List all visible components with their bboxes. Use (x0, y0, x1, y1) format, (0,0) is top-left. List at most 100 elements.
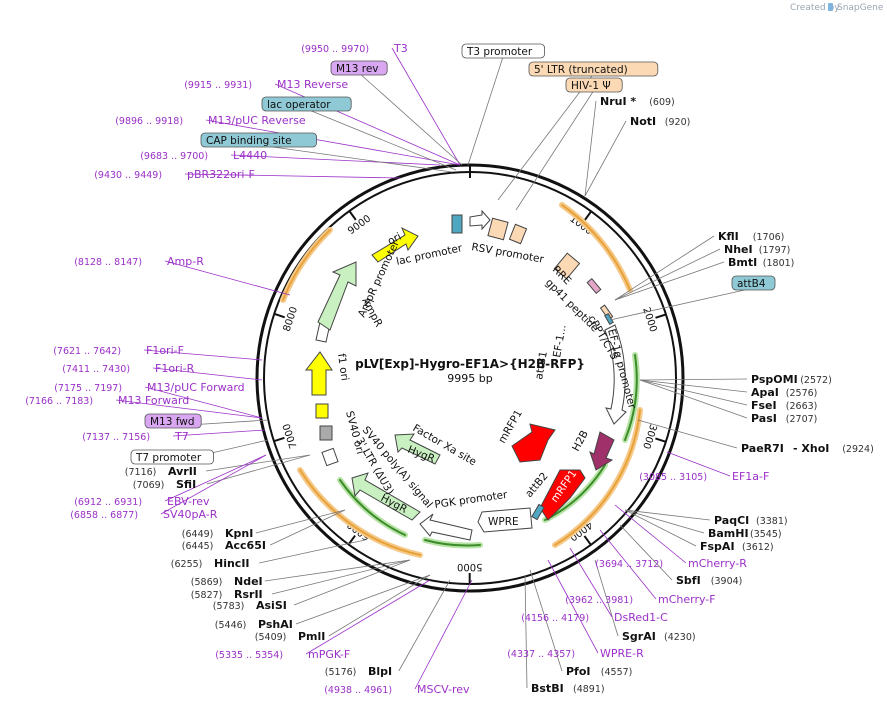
pgk-arrow (419, 513, 473, 541)
enzyme-site-pos: (1706) (753, 232, 785, 243)
leader-line (306, 108, 457, 171)
leader-line (569, 547, 613, 618)
primer-pos: (9430 .. 9449) (94, 170, 162, 181)
primer-pos: (5335 .. 5354) (215, 650, 283, 661)
enzyme-site-pos: (1801) (763, 258, 795, 269)
primer-pos: (4156 .. 4179) (521, 613, 589, 624)
tick-mark (583, 210, 592, 221)
enzyme-site-kpni: KpnI (225, 527, 253, 540)
enzyme-site-ndei: NdeI (234, 575, 263, 588)
wpre-arrow (477, 507, 533, 533)
leader-line (184, 173, 401, 179)
enzyme-site-pos: (4230) (664, 632, 696, 643)
tick-mark (655, 437, 667, 443)
primer-m13pucreverse: M13/pUC Reverse (208, 114, 306, 127)
leader-line (255, 509, 346, 534)
leader-line (152, 367, 263, 381)
feature-arrows (304, 209, 627, 541)
primer-pos: (8128 .. 8147) (74, 257, 142, 268)
ef1a-arrow (604, 324, 627, 425)
leader-line (205, 119, 461, 166)
leader-line (160, 454, 267, 515)
enzyme-site-paer7i: PaeR7I (741, 442, 784, 455)
feature-wpre-label: WPRE (488, 516, 519, 528)
primer-pos: (7621 .. 7642) (53, 346, 121, 357)
primer-m13pucforward: M13/pUC Forward (147, 381, 245, 394)
enzyme-site-pos: (6449) (182, 529, 214, 540)
primer-pbr322orif: pBR322ori-F (187, 168, 255, 181)
tick-label: 3000 (640, 423, 658, 451)
enzyme-site-pos: (3904) (711, 576, 743, 587)
leader-line (259, 539, 366, 564)
enzyme-site-pspomi: PspOMI (751, 373, 798, 386)
leader-line (328, 574, 431, 637)
leader-line (258, 144, 453, 173)
enzyme-site-pfoi: PfoI (566, 665, 591, 678)
primer-ef1af: EF1a-F (732, 470, 769, 483)
primer-t3: T3 (393, 42, 408, 55)
leader-line (205, 454, 311, 472)
box-attb4 (731, 275, 776, 291)
leader-line (230, 154, 441, 166)
tick-mark (348, 210, 357, 221)
leader-line (584, 100, 597, 197)
enzyme-site-pos: (4557) (601, 667, 633, 678)
enzyme-site-acc65i: Acc65I (225, 539, 266, 552)
leader-line (293, 559, 411, 606)
leader-line (206, 454, 311, 485)
primer-f1orif: F1ori-F (146, 344, 184, 357)
leader-line (609, 287, 754, 321)
box-cap (200, 132, 317, 148)
created-by-text: Created by (790, 3, 840, 13)
enzyme-site-sbfi: SbfI (676, 574, 701, 587)
primer-mcherryf: mCherry-F (658, 593, 716, 606)
feature-attb1-label: attB1 (533, 350, 550, 380)
primer-l4440: L4440 (233, 149, 267, 162)
leader-line (358, 72, 463, 166)
primer-pos: (9683 .. 9700) (140, 151, 208, 162)
enzyme-site-nrui: NruI * (600, 95, 636, 108)
feature-f1ori-label: f1 ori (335, 353, 351, 382)
primer-mcherryr: mCherry-R (688, 557, 747, 570)
leader-line (637, 419, 738, 449)
sv40ori-box (315, 403, 329, 419)
annotation-labels: NruI *(609)NotI(920)KflI(1706)NheI(1797)… (25, 42, 874, 696)
boxed-label-m13fwd: M13 fwd (150, 416, 195, 428)
enzyme-site-pos: (5176) (325, 667, 357, 678)
tick-mark (655, 313, 667, 319)
leader-line (497, 73, 594, 201)
primer-pos: (7137 .. 7156) (82, 432, 150, 443)
leader-line (164, 454, 267, 502)
box-lac (261, 96, 352, 112)
primer-mscvrev: MSCV-rev (417, 683, 470, 696)
leader-line (639, 379, 748, 393)
leader-line (624, 509, 697, 547)
leader-line (666, 451, 731, 477)
enzyme-site-avrii: AvrII (168, 465, 197, 478)
ltr-box (487, 217, 509, 241)
feature-ef1-short-label: EF-1... (551, 324, 569, 359)
enzyme-site-fspai: FspAI (700, 540, 735, 553)
boxed-label-cap: CAP binding site (206, 135, 292, 147)
enzyme-site-pos: (609) (649, 97, 675, 108)
enzyme-site-pos: (3381) (756, 516, 788, 527)
ampr-arrow (317, 261, 357, 331)
primer-pos: (7175 .. 7197) (54, 383, 122, 394)
enzyme-site-sgrai: SgrAI (622, 630, 656, 643)
enzyme-site-sfii: SfiI (176, 478, 196, 491)
tick-label: 9000 (346, 213, 373, 237)
enzyme-site-pos: (5827) (191, 590, 223, 601)
boxed-label-m13rev: M13 rev (336, 63, 379, 75)
leader-line (624, 509, 705, 534)
enzyme-site-pos: (5446) (215, 620, 247, 631)
enzyme-site-pos: (6255) (171, 559, 203, 570)
primer-f1orir: F1ori-R (155, 362, 195, 375)
leader-line (391, 47, 461, 166)
enzyme-site-asisi: AsiSI (256, 599, 287, 612)
primer-pos: (6912 .. 6931) (74, 497, 142, 508)
enzyme-site-bmti: BmtI (728, 256, 757, 269)
primer-t7: T7 (174, 430, 189, 443)
primer-pos: (3694 .. 3712) (595, 559, 663, 570)
tick-label: 8000 (282, 305, 300, 333)
leader-line (614, 261, 725, 301)
